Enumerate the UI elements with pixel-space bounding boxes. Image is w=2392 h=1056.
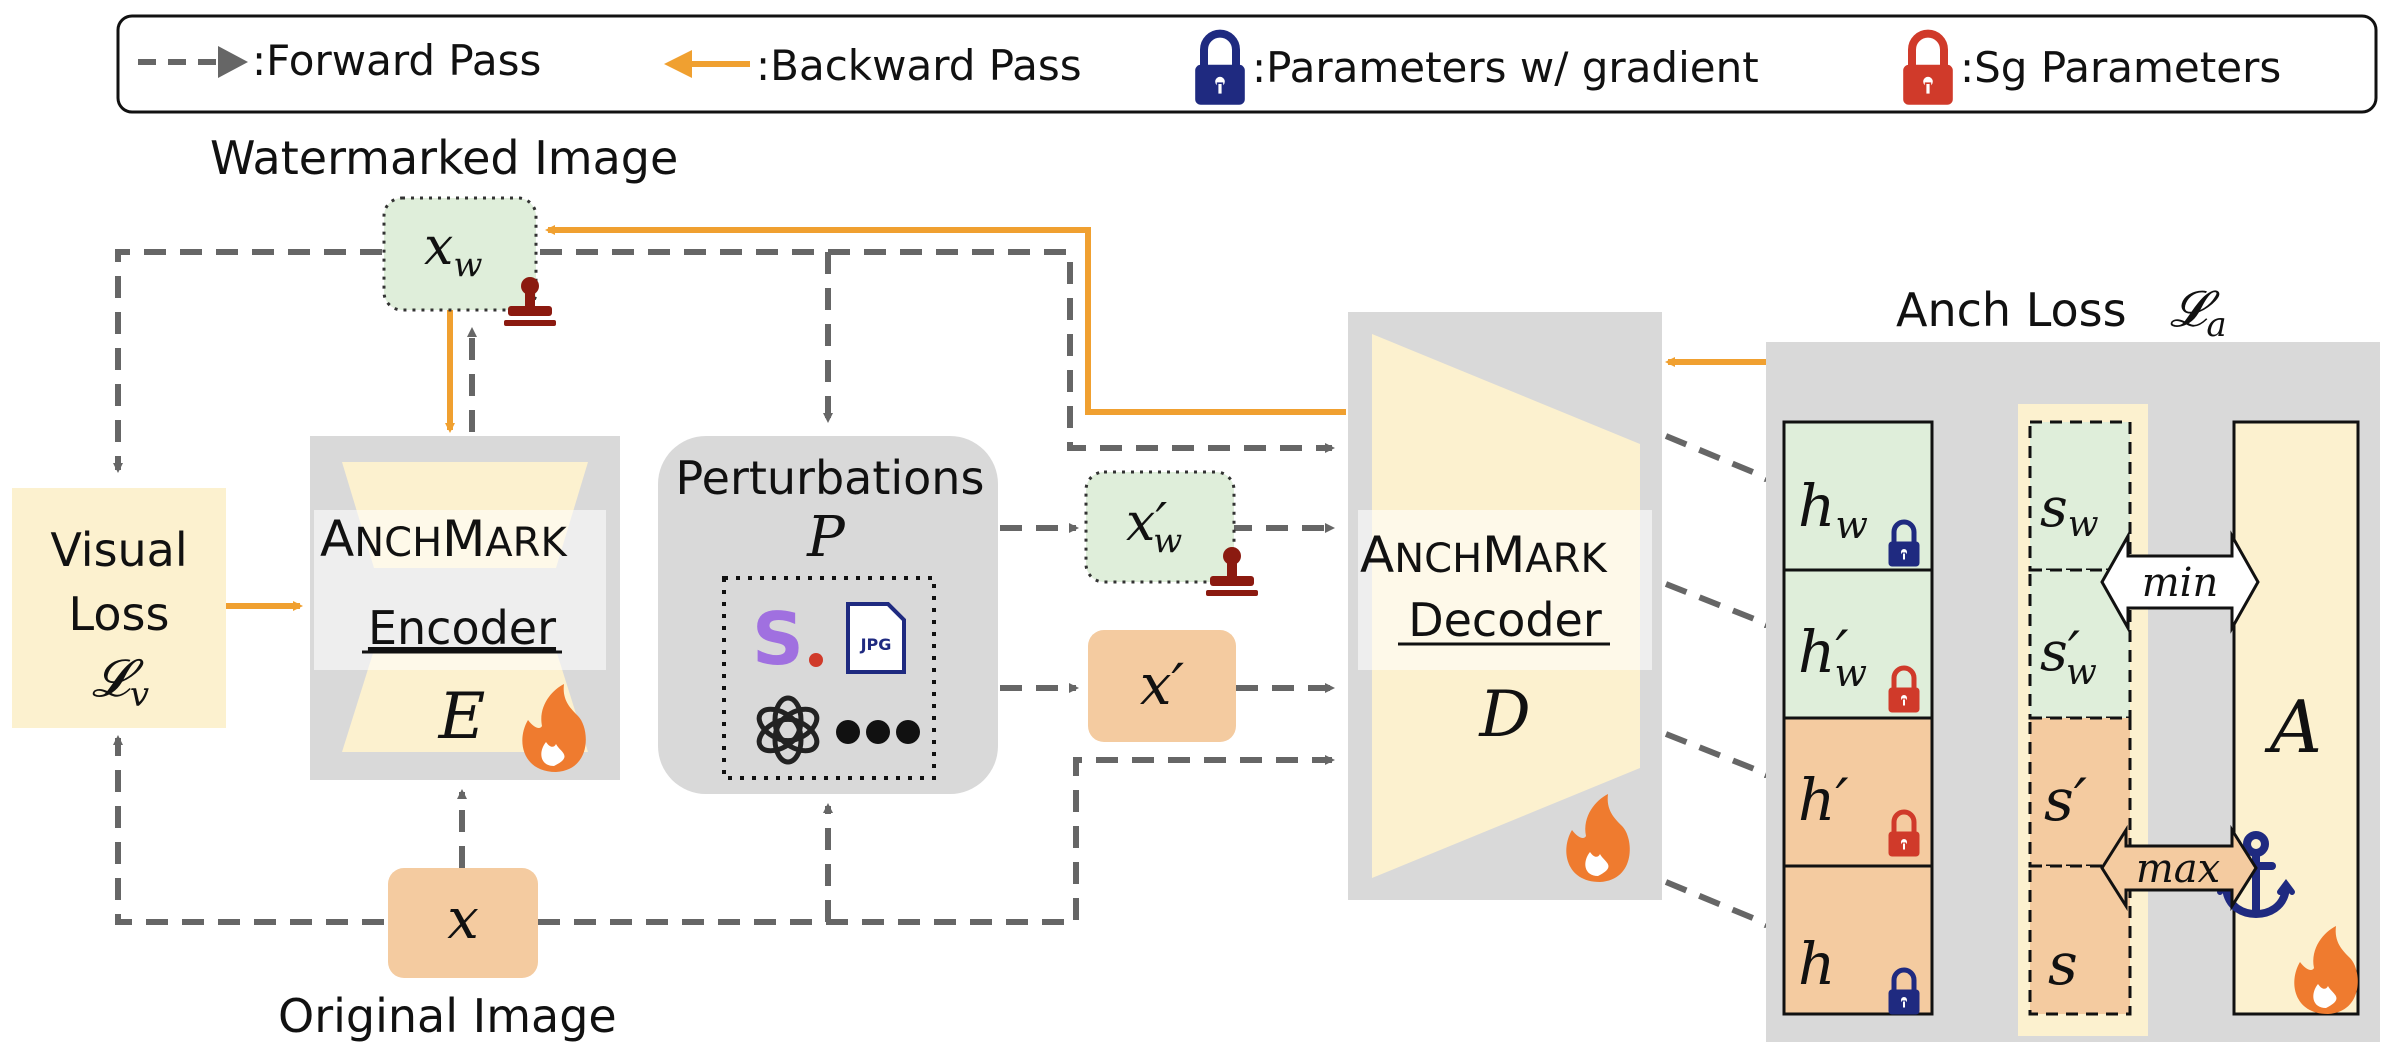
min-label: min [2142, 560, 2218, 606]
flame-icon-anchor [2294, 926, 2358, 1014]
xw-symbol: x [424, 217, 453, 277]
feature-column: hw h′w h′ h [1782, 420, 1934, 1014]
svg-text:𝓛v: 𝓛v [92, 649, 149, 715]
feature-hpw: h′ [1798, 618, 1849, 686]
legend-backward-pass: :Backward Pass [756, 41, 1082, 90]
legend-sg-params: :Sg Parameters [1960, 43, 2281, 92]
anch-loss-subscript: a [2206, 305, 2226, 345]
decoder-name-a: A [1360, 526, 1394, 584]
xp-node: x′ [1088, 630, 1236, 742]
visual-loss-line2: Loss [69, 587, 170, 641]
encoder-block: ANCHMARK Encoder E [310, 436, 620, 780]
svg-text:x′w: x′w [1126, 493, 1182, 561]
decoder-block: ANCHMARK Decoder D [1348, 312, 1662, 900]
flame-icon-decoder [1566, 794, 1630, 882]
visual-loss-line1: Visual [50, 523, 187, 577]
openai-icon [756, 695, 820, 765]
jpg-file-icon: JPG [846, 602, 906, 674]
encoder-name-ark: ARK [485, 520, 568, 566]
encoder-name-nch: NCH [354, 520, 442, 566]
decoder-name-nch: NCH [1394, 536, 1482, 582]
anchor-block: A [2217, 420, 2360, 1016]
xpw-subscript: w [1153, 521, 1182, 561]
decoder-name-ark: ARK [1525, 536, 1608, 582]
flame-icon [522, 684, 586, 772]
svg-text:xw: xw [424, 217, 482, 285]
original-image-label: Original Image [278, 989, 617, 1043]
perturbations-label: Perturbations [676, 451, 985, 505]
score-s: s [2048, 930, 2078, 998]
feature-hw-sub: w [1835, 503, 1868, 547]
anchor-symbol: A [2264, 685, 2322, 769]
decoder-symbol: D [1478, 678, 1530, 752]
encoder-name-m: M [442, 510, 485, 568]
encoder-label: Encoder [368, 601, 556, 655]
anch-loss-label: Anch Loss [1896, 283, 2127, 337]
score-column: sw s′w s′ s [2028, 420, 2132, 1016]
encoder-name-a: A [320, 510, 354, 568]
feature-h: h [1798, 930, 1835, 998]
feature-hp: h′ [1798, 766, 1849, 834]
legend-box: :Forward Pass :Backward Pass :Parameters… [116, 14, 2378, 114]
score-sp: s′ [2044, 766, 2087, 834]
svg-text:h′w: h′w [1798, 618, 1867, 695]
xpw-symbol: x′ [1126, 493, 1167, 553]
anch-loss-panel: Anch Loss 𝓛a hw h′w h′ h sw s′w [1766, 280, 2380, 1042]
visual-loss-subscript: v [130, 675, 149, 715]
perturbations-symbol: P [806, 505, 846, 570]
xp-symbol: x′ [1140, 653, 1185, 718]
svg-text:JPG: JPG [860, 635, 892, 654]
decoder-label: Decoder [1408, 593, 1602, 647]
s-logo-dot [809, 653, 823, 667]
feature-hw: h [1798, 472, 1835, 540]
xw-subscript: w [453, 245, 482, 285]
more-dots-icon [836, 720, 920, 744]
xpw-node: x′w [1084, 470, 1236, 584]
forward-pass-legend-arrowhead [218, 46, 248, 78]
x-symbol: x [447, 887, 479, 952]
svg-text:ANCHMARK: ANCHMARK [320, 510, 568, 568]
score-spw-sub: w [2066, 652, 2097, 693]
svg-text:𝓛a: 𝓛a [2170, 280, 2227, 345]
svg-text:s′w: s′w [2040, 620, 2097, 693]
xw-node: xw [382, 196, 538, 312]
score-sw-sub: w [2068, 504, 2099, 545]
max-double-arrow: max [2100, 824, 2258, 912]
stamp-icon [504, 277, 556, 326]
visual-loss-node: Visual Loss 𝓛v [12, 488, 226, 728]
legend-forward-pass: :Forward Pass [252, 36, 541, 85]
decoder-name-m: M [1482, 526, 1525, 584]
svg-text:ANCHMARK: ANCHMARK [1360, 526, 1608, 584]
perturbations-block: Perturbations P S JPG [658, 436, 998, 794]
x-node: x [388, 868, 538, 978]
feature-hpw-sub: w [1835, 651, 1868, 695]
s-logo-icon: S [752, 597, 804, 681]
svg-text:sw: sw [2040, 476, 2099, 545]
svg-text:hw: hw [1798, 472, 1868, 547]
encoder-symbol: E [438, 680, 486, 754]
stamp-icon-2 [1206, 547, 1258, 596]
watermarked-image-label: Watermarked Image [210, 131, 678, 185]
score-spw: s′ [2040, 620, 2080, 683]
legend-grad-params: :Parameters w/ gradient [1252, 43, 1759, 92]
min-double-arrow: min [2100, 530, 2260, 634]
score-sw: s [2040, 476, 2068, 539]
backward-pass-legend-arrowhead [664, 50, 692, 78]
max-label: max [2136, 846, 2220, 892]
